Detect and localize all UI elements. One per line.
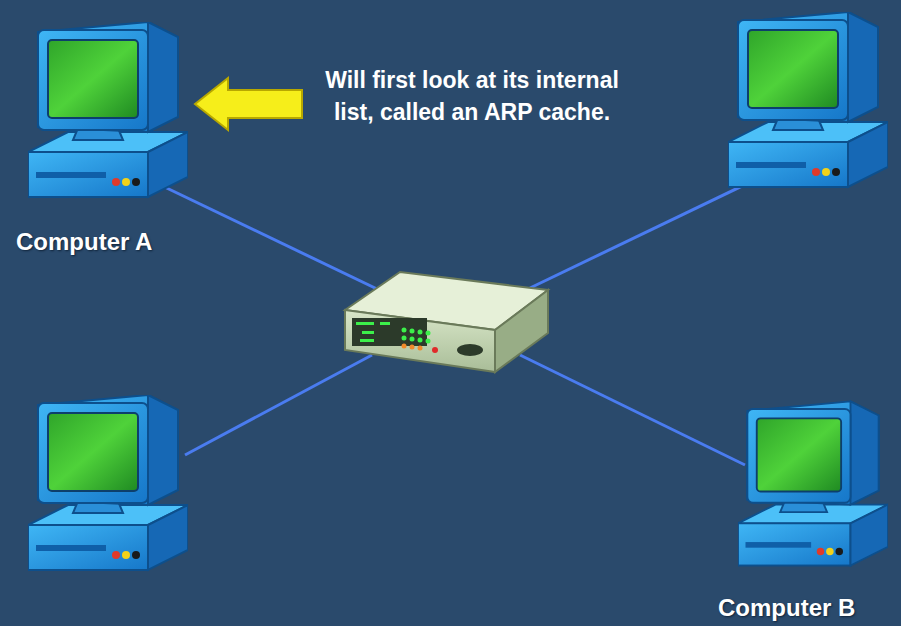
computer-label: Computer B xyxy=(718,594,855,622)
network-switch xyxy=(345,272,548,372)
pointer-arrow xyxy=(195,78,302,130)
computer-name: Computer B xyxy=(718,594,855,622)
callout-text: Will first look at its internal list, ca… xyxy=(312,64,632,128)
computer-name: Computer A xyxy=(16,228,152,256)
computer-label: Computer A xyxy=(16,228,152,256)
